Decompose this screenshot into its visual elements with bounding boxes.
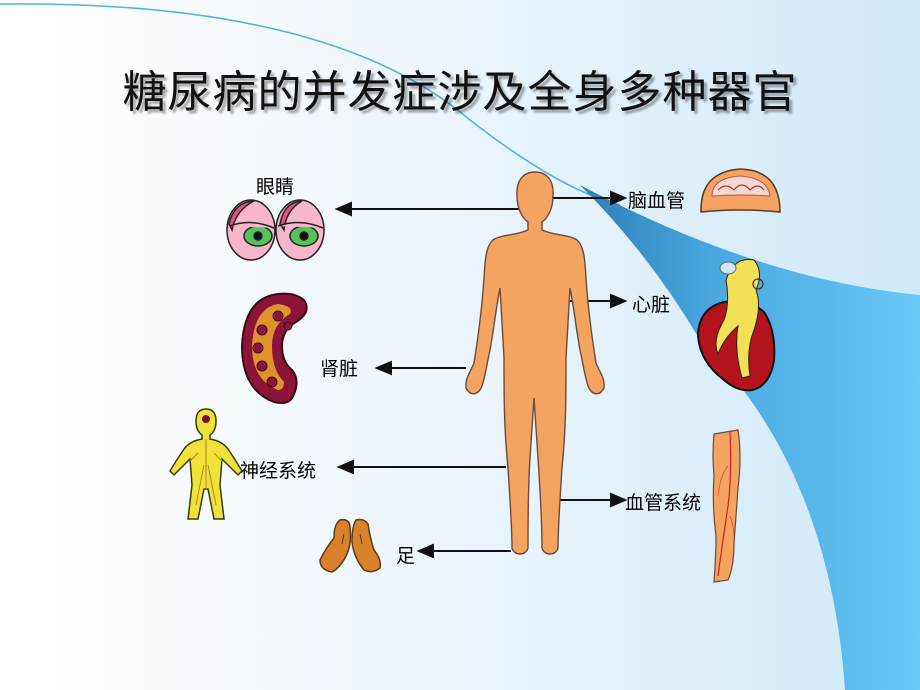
- label-heart: 心脏: [632, 294, 671, 316]
- feet-icon: [319, 518, 382, 573]
- heart-icon: [696, 258, 776, 392]
- label-vascular: 血管系统: [625, 492, 702, 514]
- label-nervous: 神经系统: [240, 460, 317, 482]
- nervous-system-icon: [169, 408, 243, 520]
- label-eyes: 眼睛: [256, 176, 295, 198]
- label-kidney: 肾脏: [320, 358, 359, 380]
- slide-title: 糖尿病的并发症涉及全身多种器官: [122, 67, 798, 118]
- label-foot: 足: [396, 545, 416, 567]
- eyes-icon: [226, 199, 325, 261]
- brain-icon: [700, 168, 781, 213]
- leg-vessels-icon: [712, 429, 741, 583]
- human-body-silhouette: [465, 171, 605, 555]
- kidney-icon: [240, 292, 308, 404]
- label-cerebral: 脑血管: [628, 190, 686, 212]
